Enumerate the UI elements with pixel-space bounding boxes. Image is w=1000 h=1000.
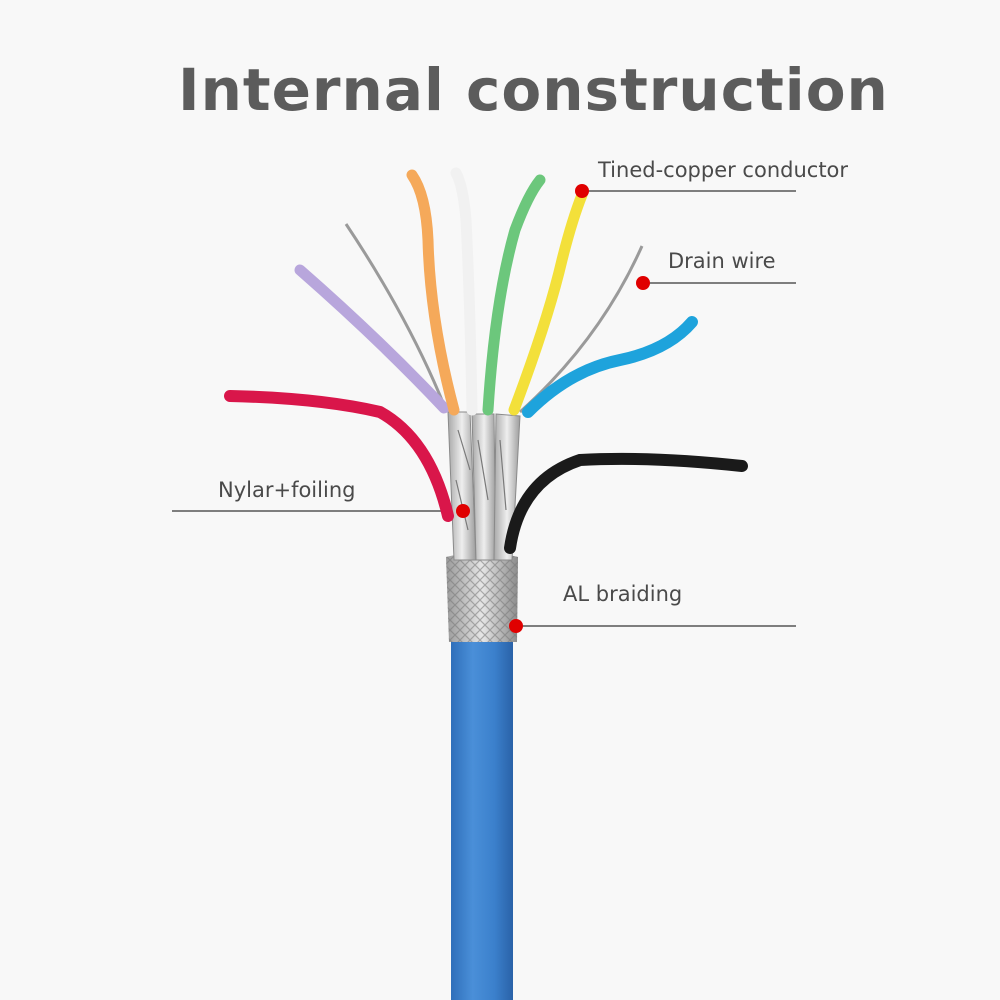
wire-red <box>224 390 454 522</box>
braid-shield <box>446 552 518 642</box>
cable-jacket <box>451 642 513 1000</box>
marker-conductor <box>575 184 589 198</box>
callout-nylar-label: Nylar+foiling <box>218 478 356 502</box>
marker-nylar <box>456 504 470 518</box>
marker-braid <box>509 619 523 633</box>
callout-conductor-label: Tined-copper conductor <box>598 158 849 182</box>
wire-blue <box>522 316 698 418</box>
wire-yellow <box>508 189 588 416</box>
callout-drain-label: Drain wire <box>668 249 776 273</box>
wire-white <box>450 167 478 416</box>
wire-orange <box>406 169 460 416</box>
page-title: Internal construction <box>178 56 889 124</box>
wire-purple <box>294 264 450 414</box>
wire-green <box>482 174 546 416</box>
wire-black <box>504 452 748 554</box>
callout-braid-label: AL braiding <box>563 582 683 606</box>
marker-drain <box>636 276 650 290</box>
drain-wire-left <box>344 223 448 411</box>
